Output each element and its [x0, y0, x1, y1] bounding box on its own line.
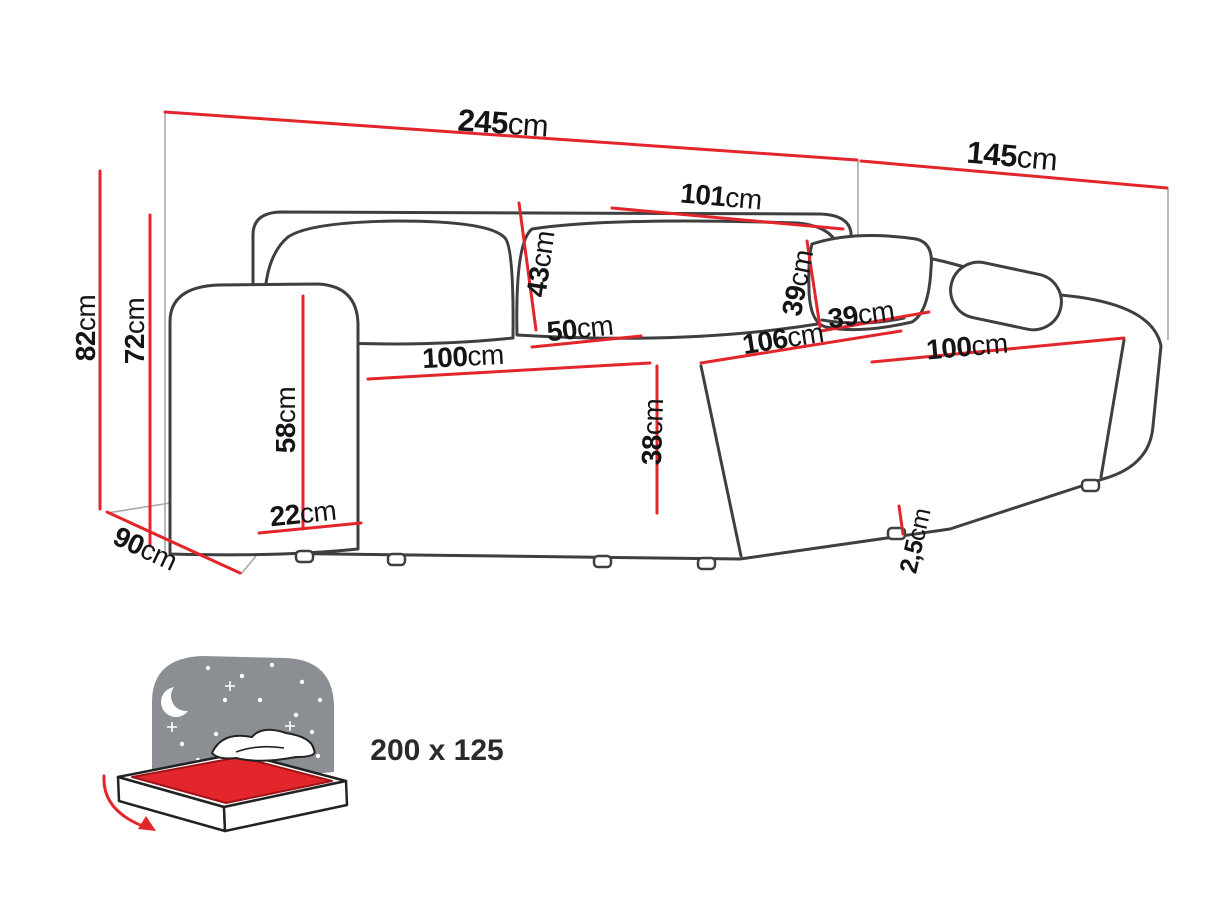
dim-line-43 [517, 201, 538, 332]
dim-label-38: 38cm [635, 398, 670, 466]
star [293, 712, 299, 718]
dim-value: 22 [268, 498, 302, 533]
foot [592, 554, 613, 569]
dim-unit: cm [575, 309, 615, 345]
sparkle [167, 722, 177, 732]
extension-lines [106, 113, 1169, 575]
dim-line-145 [859, 159, 1169, 190]
bed-duvet-fold [235, 745, 285, 753]
dim-value: 72 [119, 334, 150, 365]
star [257, 697, 263, 703]
foot [1080, 478, 1101, 493]
sofa-feet [294, 478, 1101, 571]
star-sparkles [167, 681, 295, 732]
dim-label-50: 50cm [545, 309, 615, 348]
dim-value: 50 [545, 313, 579, 348]
dim-unit: cm [70, 294, 101, 332]
dim-unit: cm [784, 316, 826, 354]
dim-value: 39 [775, 282, 813, 319]
dim-value: 101 [679, 177, 727, 213]
arrow-curve [102, 774, 150, 830]
star [179, 741, 185, 747]
sparkle [285, 721, 295, 731]
foot [886, 526, 907, 541]
bed-right-face [222, 779, 349, 833]
dim-line-90 [105, 510, 242, 575]
dim-line-2-5 [897, 504, 905, 536]
dim-label-101: 101cm [679, 177, 764, 216]
dim-line-22 [257, 521, 363, 535]
dim-label-82: 82cm [70, 294, 101, 362]
dimension-lines [98, 110, 1169, 575]
star [205, 665, 211, 671]
dim-unit: cm [724, 181, 764, 216]
chaise-left-edge [699, 364, 743, 558]
dim-line-50 [530, 334, 643, 349]
dim-value: 43 [520, 264, 556, 300]
dim-unit: cm [636, 398, 670, 436]
dim-line-245 [163, 110, 859, 162]
dim-label-100-left: 100cm [421, 338, 505, 375]
foot [696, 556, 717, 571]
dim-unit: cm [466, 338, 505, 372]
star [213, 731, 219, 737]
bed-base [116, 728, 349, 833]
star [299, 679, 305, 685]
dim-value: 38 [635, 434, 668, 466]
sparkle [225, 681, 235, 691]
dim-unit: cm [970, 327, 1009, 362]
unfold-arrow-icon [102, 774, 156, 831]
dim-value: 100 [924, 330, 973, 366]
bed-size-label: 200 x 125 [370, 734, 504, 767]
extension-depth-top [106, 502, 171, 514]
dim-unit: cm [1015, 138, 1059, 178]
dim-label-100-right: 100cm [924, 327, 1009, 366]
dim-unit: cm [524, 228, 561, 270]
sofa-outline [168, 210, 1163, 571]
dim-value: 145 [965, 134, 1019, 174]
dim-unit: cm [270, 386, 301, 424]
corner-pillow [807, 233, 933, 332]
dim-value: 100 [421, 340, 469, 375]
dim-label-245: 245cm [456, 102, 550, 144]
dim-unit: cm [119, 297, 150, 335]
dim-value: 39 [825, 299, 861, 335]
dim-value: 58 [270, 423, 301, 454]
dim-line-100-right [870, 336, 1126, 364]
arrow-head [138, 816, 156, 831]
star [317, 697, 323, 703]
star [269, 662, 275, 668]
dim-line-39h [819, 310, 931, 333]
star [315, 753, 321, 759]
bed-mattress-red [131, 756, 333, 804]
dim-unit: cm [506, 105, 550, 144]
dim-unit: cm [855, 294, 897, 331]
foot [294, 549, 315, 564]
chaise-right-edge [1099, 338, 1126, 479]
dim-label-145: 145cm [965, 134, 1059, 178]
star [239, 673, 245, 679]
dim-unit: cm [298, 494, 338, 530]
right-armrest [949, 260, 1063, 332]
moon-mask [171, 681, 201, 711]
dim-label-22: 22cm [268, 494, 338, 533]
dim-value: 245 [456, 102, 510, 141]
bed-duvet [211, 728, 316, 762]
bed-icon [102, 656, 349, 833]
left-armrest [168, 282, 360, 557]
extension-depth-bottom [240, 555, 257, 575]
dim-label-58: 58cm [270, 386, 301, 454]
dim-line-101 [610, 206, 845, 231]
dim-label-72: 72cm [119, 297, 150, 365]
foot [386, 552, 407, 567]
star [309, 729, 315, 735]
dim-line-39v [805, 239, 822, 329]
star [222, 697, 228, 703]
dim-line-100-left [366, 361, 652, 381]
dim-line-106 [699, 329, 903, 365]
dim-value: 82 [70, 331, 101, 362]
back-cushion-right [515, 219, 843, 340]
